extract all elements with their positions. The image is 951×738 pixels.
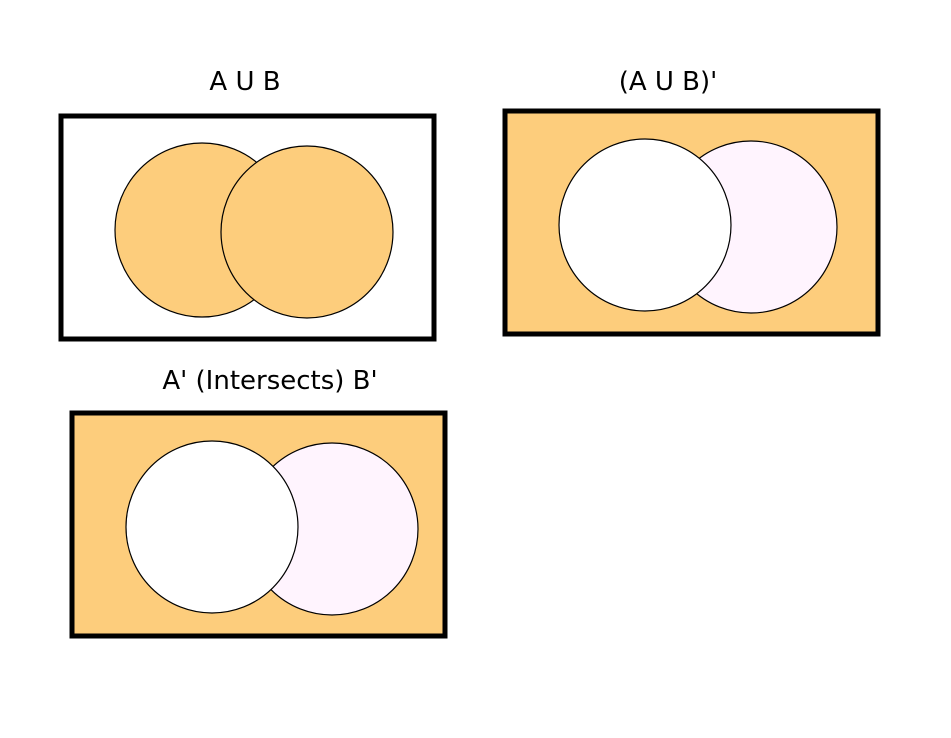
set-a-circle [558, 138, 732, 312]
venn-diagram-union: A U B [58, 67, 437, 342]
diagram-title-intersection-of-complements: A' (Intersects) B' [162, 366, 377, 396]
diagram-title-union: A U B [209, 67, 280, 97]
venn-diagram-intersection-of-complements: A' (Intersects) B' [69, 366, 448, 639]
set-b-circle [220, 145, 394, 319]
venn-diagram-complement-union: (A U B)' [502, 67, 881, 337]
set-a-circle [125, 440, 299, 614]
diagram-title-complement-union: (A U B)' [619, 67, 718, 97]
